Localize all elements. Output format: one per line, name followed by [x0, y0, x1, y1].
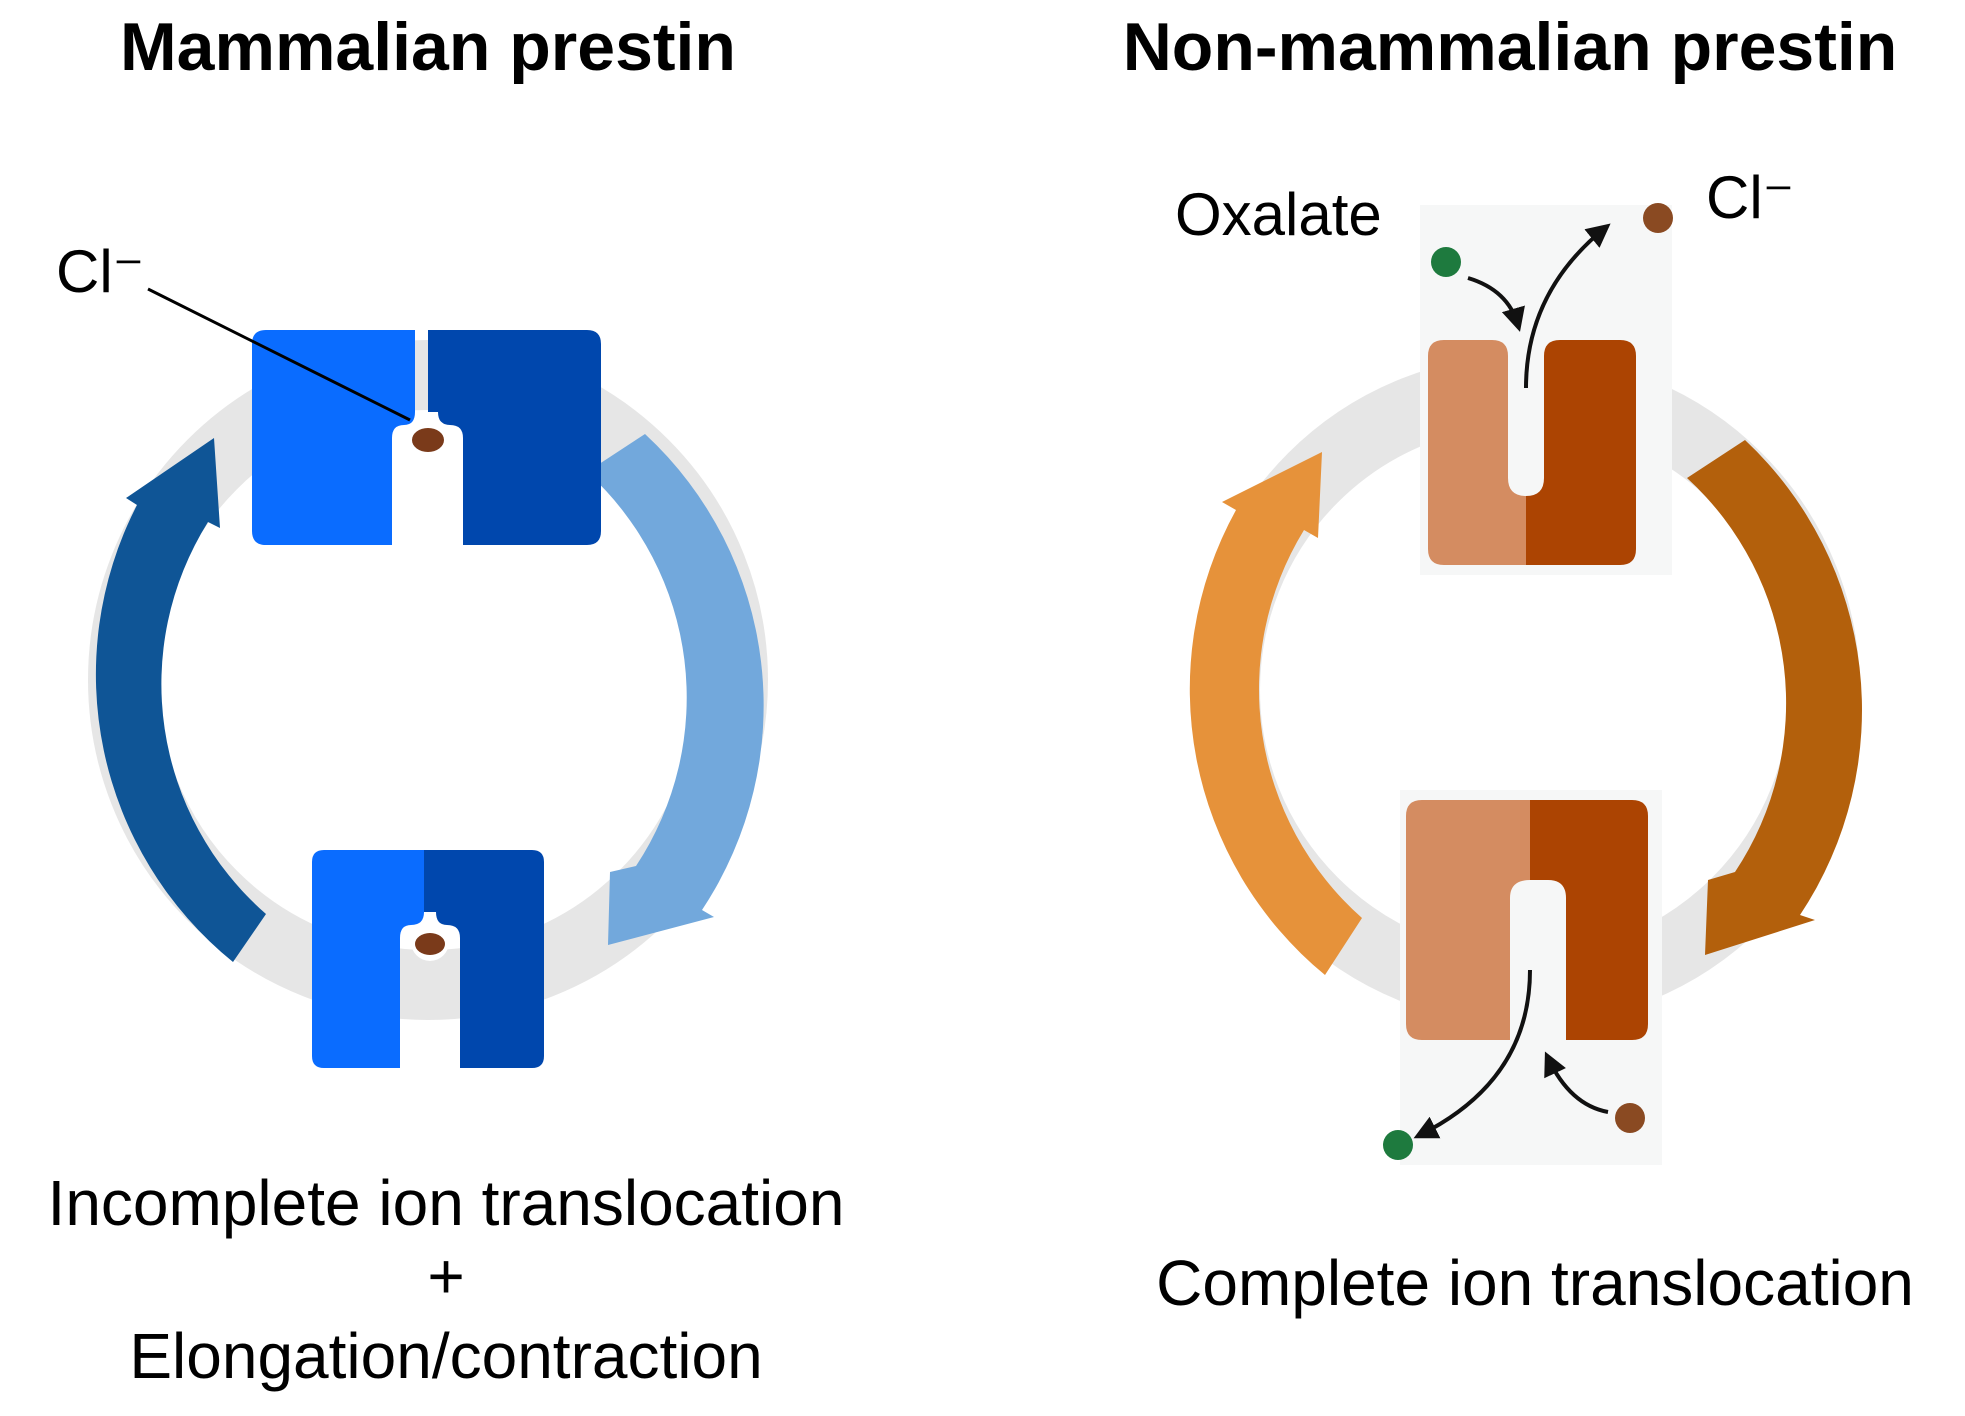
- non-mammalian-chloride-dot-bottom: [1615, 1103, 1645, 1133]
- non-mammalian-subunit-dark-top: [1526, 340, 1636, 565]
- mammalian-transporter-top: [252, 330, 601, 545]
- mammalian-cycle-arrow-right: [587, 434, 764, 945]
- non-mammalian-caption: Complete ion translocation: [1156, 1247, 1914, 1319]
- non-mammalian-transporter-top: [1428, 340, 1636, 565]
- mammalian-chloride-ion-top: [412, 428, 444, 452]
- non-mammalian-title: Non-mammalian prestin: [1123, 9, 1898, 85]
- mammalian-title: Mammalian prestin: [120, 9, 736, 85]
- non-mammalian-chloride-exit-arrow: [1524, 223, 1611, 389]
- mammalian-subunit-dark-top: [428, 330, 601, 545]
- mammalian-subunit-light-bottom: [312, 850, 424, 1068]
- non-mammalian-cycle-arrow-right: [1687, 440, 1862, 955]
- non-mammalian-oxalate-entry-arrow: [1467, 276, 1525, 332]
- mammalian-transporter-bottom: [312, 850, 544, 1068]
- non-mammalian-oxalate-dot-top: [1431, 247, 1461, 277]
- non-mammalian-subunit-light-bottom: [1406, 800, 1530, 1040]
- mammalian-caption-line1: Incomplete ion translocation: [48, 1167, 845, 1239]
- mammalian-subunit-dark-bottom: [424, 850, 544, 1068]
- non-mammalian-oxalate-exit-arrow: [1413, 969, 1532, 1139]
- mammalian-panel: Mammalian prestin Cl⁻ Incomplete ion tra…: [48, 9, 845, 1392]
- mammalian-cycle-arrow-left: [95, 438, 267, 962]
- non-mammalian-transporter-bottom: [1406, 800, 1648, 1040]
- non-mammalian-chloride-dot-top: [1643, 203, 1673, 233]
- non-mammalian-oxalate-label: Oxalate: [1175, 181, 1382, 248]
- mammalian-chloride-pointer: [147, 287, 411, 422]
- mammalian-chloride-label: Cl⁻: [56, 238, 144, 305]
- mammalian-caption-line2: +: [427, 1240, 464, 1312]
- non-mammalian-panel: Non-mammalian prestin Oxalate Cl⁻: [1123, 9, 1914, 1319]
- non-mammalian-subunit-dark-bottom: [1530, 800, 1648, 1040]
- non-mammalian-chloride-label: Cl⁻: [1706, 164, 1794, 231]
- non-mammalian-oxalate-dot-bottom: [1383, 1130, 1413, 1160]
- mammalian-caption-line3: Elongation/contraction: [129, 1320, 762, 1392]
- non-mammalian-chloride-entry-arrow: [1544, 1051, 1609, 1114]
- non-mammalian-cycle-arrow-left: [1189, 452, 1362, 975]
- mammalian-subunit-light-top: [252, 330, 415, 545]
- mammalian-chloride-ion-bottom: [415, 933, 445, 955]
- non-mammalian-subunit-light-top: [1428, 340, 1526, 565]
